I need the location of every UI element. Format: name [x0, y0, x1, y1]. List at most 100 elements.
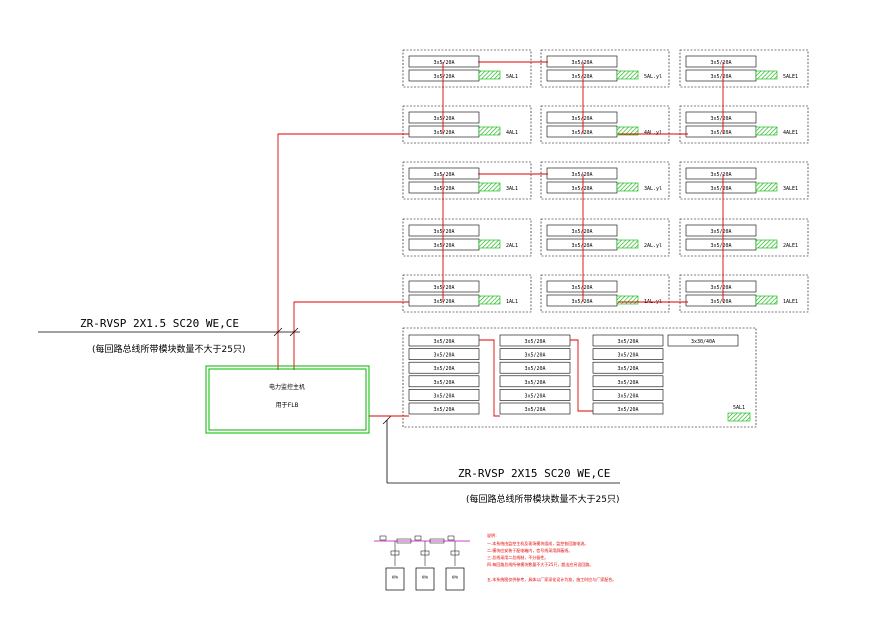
bus-wiring: [273, 61, 724, 425]
breaker: [408, 167, 480, 180]
breaker-label: 3x5/20A: [571, 116, 592, 122]
main-panel-frame: [402, 327, 757, 428]
main-breaker: [499, 402, 571, 415]
main-breaker: [408, 402, 480, 415]
breaker: [685, 55, 757, 68]
main-breaker: [499, 375, 571, 388]
main-breaker-label: 3x5/20A: [617, 407, 638, 413]
breaker-label: 3x5/20A: [433, 172, 454, 178]
monitor-module: [755, 239, 778, 249]
panel-label: 2ALE1: [783, 243, 798, 249]
breaker-label: 3x5/20A: [571, 299, 592, 305]
breaker-label: 3x5/20A: [433, 299, 454, 305]
panel-label: 1ALE1: [783, 299, 798, 305]
breaker: [685, 224, 757, 237]
main-incoming-label: 3x30/40A: [691, 339, 715, 345]
breaker: [685, 280, 757, 293]
breaker-label: 3x5/20A: [710, 186, 731, 192]
monitor-module: [478, 126, 501, 136]
breaker-label: 3x5/20A: [571, 186, 592, 192]
legend-device-2-label: 模块: [422, 574, 428, 579]
main-breaker: [408, 375, 480, 388]
legend-line-5: 五.本系统图仅供参考，具体以厂家深化设计为准，施工时应与厂家配合。: [487, 576, 616, 582]
legend-line-1: 一.本系统由监控主机及现场模块组成，监控各回路电流。: [487, 540, 588, 546]
main-panel-label: 5AL1: [733, 405, 745, 411]
breaker-label: 3x5/20A: [710, 116, 731, 122]
legend-device-3-label: 模块: [452, 574, 458, 579]
main-breaker: [499, 389, 571, 401]
main-breaker: [592, 389, 664, 401]
breaker: [408, 280, 480, 293]
cable-upper-note: (每回路总线所带模块数量不大于25只): [92, 343, 245, 355]
main-breaker: [408, 334, 480, 347]
main-breaker: [408, 361, 480, 374]
monitor-module: [755, 70, 778, 80]
breaker-label: 3x5/20A: [433, 116, 454, 122]
bus-wire: [479, 339, 500, 417]
monitor-host-title: 电力监控主机: [269, 383, 305, 391]
breaker: [408, 224, 480, 237]
breaker: [546, 55, 618, 68]
breaker: [546, 167, 618, 180]
monitor-module: [616, 70, 639, 80]
breaker-label: 3x5/20A: [710, 74, 731, 80]
monitor-module: [478, 182, 501, 192]
breaker-label: 3x5/20A: [710, 285, 731, 291]
main-breaker-label: 3x5/20A: [524, 407, 545, 413]
main-breaker: [592, 334, 664, 347]
breaker-label: 3x5/20A: [433, 243, 454, 249]
main-breaker-label: 3x5/20A: [617, 366, 638, 372]
main-breaker: [499, 334, 571, 347]
monitor-host[interactable]: 电力监控主机 用于FLB: [205, 365, 370, 434]
main-breaker-label: 3x5/20A: [617, 353, 638, 359]
monitor-module: [478, 70, 501, 80]
monitor-module: [616, 182, 639, 192]
monitor-host-subtitle: 用于FLB: [276, 402, 299, 409]
main-breaker: [408, 389, 480, 401]
legend-device-1-label: 模块: [392, 574, 398, 579]
breaker: [685, 111, 757, 124]
legend-device-1: [385, 567, 405, 591]
main-breaker: [592, 375, 664, 388]
panel-label: 2AL.yl: [644, 243, 662, 249]
main-breaker-label: 3x5/20A: [433, 380, 454, 386]
breaker: [546, 280, 618, 293]
breaker-label: 3x5/20A: [710, 130, 731, 136]
panel-label: 3ALE1: [783, 186, 798, 192]
monitor-module: [755, 126, 778, 136]
legend-diagram: 模块 模块 模块: [374, 535, 470, 591]
cable-upper-spec: ZR-RVSP 2X1.5 SC20 WE,CE: [80, 317, 239, 330]
breaker-label: 3x5/20A: [433, 60, 454, 66]
breaker-label: 3x5/20A: [710, 60, 731, 66]
main-breaker-label: 3x5/20A: [524, 380, 545, 386]
breaker-label: 3x5/20A: [433, 74, 454, 80]
panel-label: 4AL1: [506, 130, 518, 136]
breaker-label: 3x5/20A: [571, 172, 592, 178]
main-incoming-breaker: [667, 334, 739, 347]
breaker-label: 3x5/20A: [571, 60, 592, 66]
legend-line-2: 二.模块应安装于配电箱内，信号线采用屏蔽线。: [487, 547, 572, 553]
main-breaker: [499, 361, 571, 374]
monitor-module: [616, 295, 639, 305]
main-breaker: [592, 348, 664, 360]
breaker-label: 3x5/20A: [433, 186, 454, 192]
legend-line-4: 四.每回路总线所带模块数量不大于25只，超出应另设回路。: [487, 561, 593, 567]
breaker-label: 3x5/20A: [571, 229, 592, 235]
panel-label: 2AL1: [506, 243, 518, 249]
